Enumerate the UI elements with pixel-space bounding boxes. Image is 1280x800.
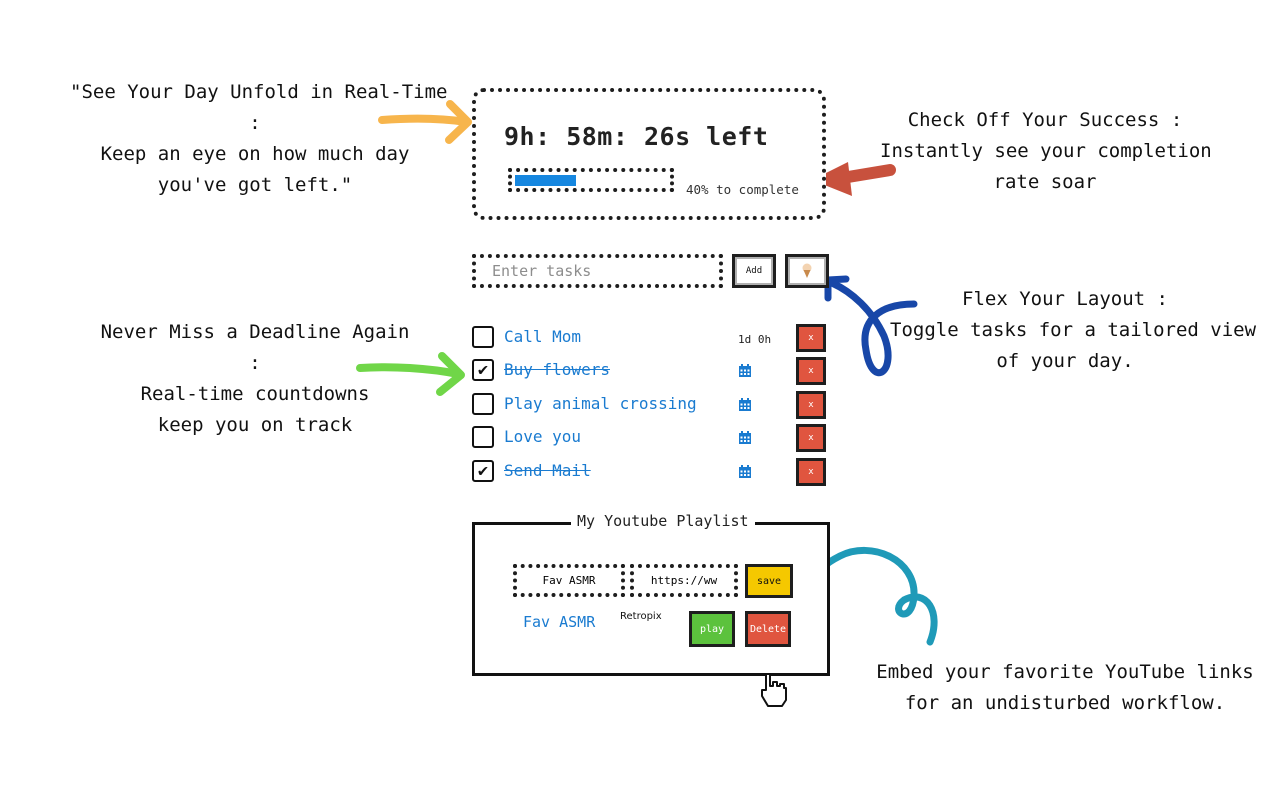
green-arrow-icon — [356, 352, 465, 396]
task-checkbox[interactable] — [472, 426, 494, 449]
annotation-line: for an undisturbed workflow. — [904, 692, 1226, 714]
annotation-line: "See Your Day Unfold in Real-Time — [70, 81, 448, 103]
delete-task-button[interactable]: x — [796, 324, 826, 352]
annotation-line: : — [249, 112, 261, 134]
task-row: Love you x — [472, 423, 830, 456]
timer-card: 9h: 58m: 26s left 40% to complete — [472, 88, 826, 220]
delete-task-button[interactable]: x — [796, 390, 826, 419]
task-text[interactable]: Call Mom — [504, 327, 582, 346]
task-input[interactable] — [472, 254, 723, 288]
save-button[interactable]: save — [745, 564, 793, 598]
blue-arrow-icon — [824, 275, 918, 377]
playlist-item-channel: Retropix — [620, 611, 662, 622]
progress-fill — [515, 175, 576, 186]
annotation-line: keep you on track — [157, 414, 353, 436]
calendar-icon[interactable] — [738, 464, 752, 479]
annotation-line: Real-time countdowns — [140, 383, 370, 405]
youtube-playlist: My Youtube Playlist save Fav ASMR Retrop… — [472, 512, 830, 676]
play-button[interactable]: play — [689, 611, 735, 647]
task-checkbox[interactable]: ✔ — [472, 459, 494, 482]
annotation-line: Never Miss a Deadline Again — [100, 321, 410, 343]
ice-cream-icon — [802, 263, 812, 278]
task-row: Call Mom 1d 0h x — [472, 323, 830, 356]
task-checkbox[interactable] — [472, 392, 494, 415]
task-text[interactable]: Love you — [504, 427, 582, 447]
time-left-text: 9h: 58m: 26s left — [504, 122, 769, 151]
task-row: ✔ Buy flowers x — [472, 356, 830, 389]
annotation-line: Flex Your Layout : — [962, 288, 1168, 310]
toggle-layout-button[interactable] — [785, 254, 829, 288]
task-checkbox[interactable]: ✔ — [472, 359, 494, 382]
delete-task-button[interactable]: x — [796, 457, 826, 486]
task-checkbox[interactable] — [472, 326, 494, 348]
annotation-line: you've got left." — [157, 174, 353, 196]
annotation-line: Embed your favorite YouTube links — [876, 661, 1254, 683]
annotation-timer: "See Your Day Unfold in Real-Time : Keep… — [70, 77, 448, 201]
annotation-layout: Flex Your Layout : Toggle tasks for a ta… — [890, 284, 1257, 377]
progress-label: 40% to complete — [686, 182, 799, 197]
delete-playlist-button[interactable]: Delete — [745, 611, 791, 647]
playlist-name-input[interactable] — [513, 564, 625, 597]
progress-bar — [508, 168, 674, 192]
calendar-icon[interactable] — [738, 431, 752, 445]
orange-arrow-icon — [378, 100, 472, 144]
calendar-icon[interactable] — [738, 397, 752, 412]
annotation-youtube: Embed your favorite YouTube links for an… — [860, 657, 1270, 719]
calendar-icon[interactable] — [738, 364, 752, 378]
task-due-countdown: 1d 0h — [738, 333, 772, 346]
annotation-line: rate soar — [993, 171, 1097, 193]
annotation-line: : — [249, 352, 261, 374]
red-arrow-icon — [812, 162, 896, 196]
delete-task-button[interactable]: x — [796, 424, 826, 453]
hand-cursor-icon — [761, 673, 787, 707]
playlist-item-name[interactable]: Fav ASMR — [523, 613, 596, 631]
annotation-line: of your day. — [996, 350, 1134, 372]
task-row: Play animal crossing x — [472, 390, 830, 423]
task-row: ✔ Send Mail x — [472, 457, 830, 490]
annotation-line: Instantly see your completion — [880, 140, 1212, 162]
task-text[interactable]: Send Mail — [504, 460, 591, 480]
annotation-deadline: Never Miss a Deadline Again : Real-time … — [100, 317, 410, 441]
task-text[interactable]: Play animal crossing — [504, 393, 697, 413]
annotation-line: Keep an eye on how much day — [100, 143, 410, 165]
delete-task-button[interactable]: x — [796, 357, 826, 386]
task-text[interactable]: Buy flowers — [504, 360, 610, 380]
annotation-success: Check Off Your Success : Instantly see y… — [880, 105, 1212, 198]
playlist-title: My Youtube Playlist — [571, 512, 755, 530]
add-button[interactable]: Add — [732, 254, 776, 288]
playlist-url-input[interactable] — [630, 564, 738, 597]
annotation-line: Toggle tasks for a tailored view — [890, 319, 1257, 341]
annotation-line: Check Off Your Success : — [907, 109, 1183, 131]
